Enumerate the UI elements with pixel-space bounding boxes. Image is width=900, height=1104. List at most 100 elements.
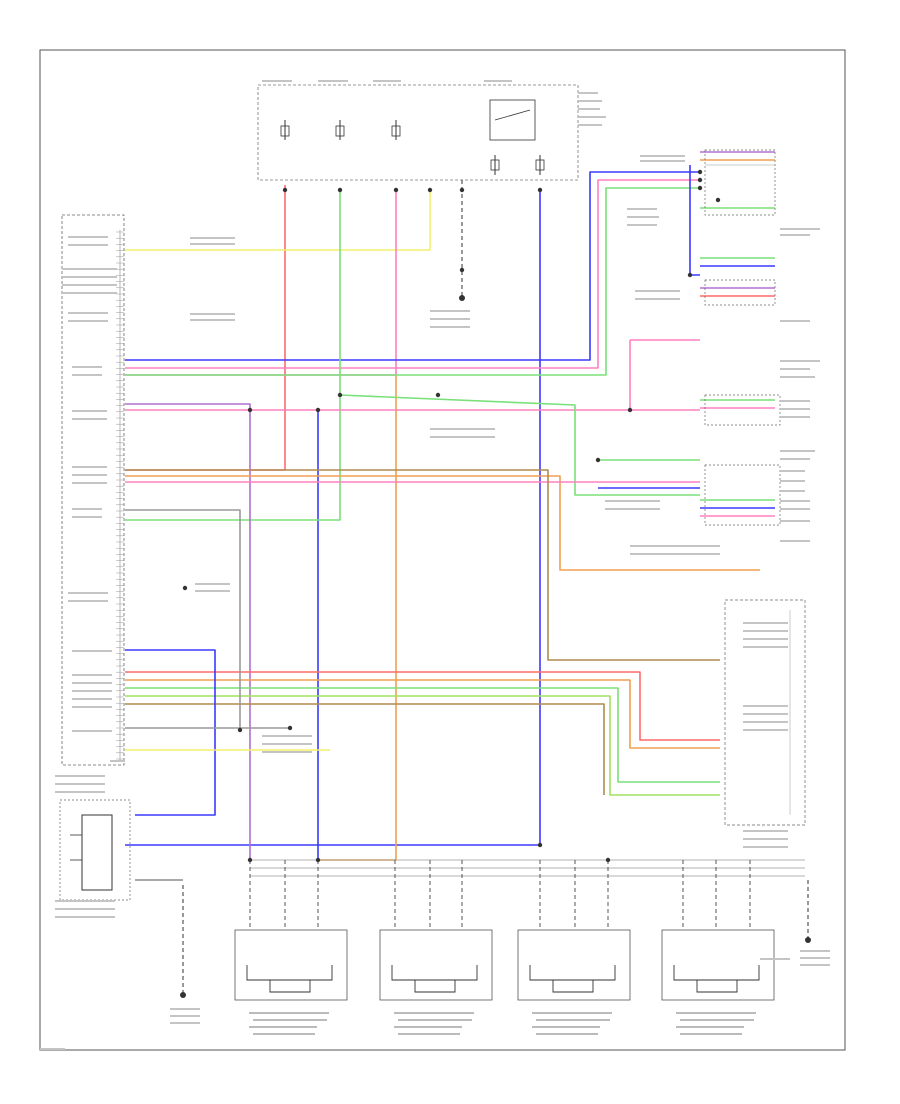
label-text-line [72, 418, 107, 420]
label-text-line [72, 508, 102, 510]
junction-dot [459, 267, 465, 273]
wire-blue [125, 649, 216, 816]
label-text-line [484, 80, 512, 82]
ground-bottom-right [805, 880, 811, 943]
label-text-line [743, 622, 788, 624]
label-text-line [578, 124, 602, 126]
actuator-body [696, 980, 738, 993]
label-text-line [680, 1019, 754, 1021]
label-text-line [190, 319, 235, 321]
label-text-line [536, 1019, 610, 1021]
label-text-line [630, 545, 720, 547]
label-text-line [743, 646, 788, 648]
junction-dot [182, 585, 188, 591]
label-text-line [630, 553, 720, 555]
label-text-line [532, 1012, 612, 1014]
label-text-line [780, 540, 810, 542]
label-text-line [680, 1033, 742, 1035]
wire-green [339, 394, 700, 496]
actuator-4 [661, 929, 775, 1001]
wire-lightgreen [125, 695, 720, 796]
label-text-line [635, 290, 680, 292]
label-text-line [627, 224, 657, 226]
actuator-2 [379, 929, 493, 1001]
label-text-line [743, 830, 788, 832]
actuator-motor [529, 965, 616, 981]
junction-dot [315, 857, 321, 863]
label-text-line [170, 1022, 200, 1024]
relay [489, 99, 536, 141]
label-text-line [800, 964, 830, 966]
label-text-line [780, 480, 805, 482]
label-text-line [262, 751, 312, 753]
label-text-line [72, 698, 112, 700]
label-text-line [800, 950, 830, 952]
wire-brown [125, 703, 605, 795]
junction-dot [247, 407, 253, 413]
wire-green [125, 190, 341, 521]
junction-dot [337, 392, 343, 398]
label-text-line [780, 416, 810, 418]
label-text-line [195, 590, 230, 592]
junction-dot [393, 187, 399, 193]
junction-dot [287, 725, 293, 731]
wire-gray [125, 509, 241, 730]
label-text-line [780, 490, 805, 492]
label-text-line [536, 1033, 598, 1035]
label-text-line [55, 775, 105, 777]
label-text-line [780, 368, 810, 370]
label-text-line [68, 236, 108, 238]
junction-dots [182, 169, 721, 863]
label-text-line [780, 470, 805, 472]
label-text-line [780, 376, 815, 378]
actuator-body [414, 980, 456, 993]
label-text-line [262, 735, 312, 737]
label-text-line [62, 268, 117, 270]
label-text-line [68, 312, 108, 314]
actuator-frame [379, 929, 493, 1001]
label-text-line [780, 408, 810, 410]
label-text-line [743, 713, 788, 715]
wire-brown [125, 469, 720, 661]
label-text-line [743, 705, 788, 707]
wire-red [125, 185, 286, 471]
wire-pink [125, 190, 397, 376]
label-text-line [605, 508, 660, 510]
module-pin-ticks [116, 231, 124, 760]
actuator-motor [673, 965, 760, 981]
label-text-line [72, 674, 112, 676]
junction-dot [247, 857, 253, 863]
label-text-line [195, 583, 230, 585]
label-text-line [780, 508, 810, 510]
label-text-line [676, 1026, 744, 1028]
label-text-line [68, 600, 108, 602]
label-text-line [72, 516, 102, 518]
right-module-b [704, 464, 781, 526]
label-text-line [743, 638, 788, 640]
junction-dot [237, 727, 243, 733]
label-text-line [72, 650, 112, 652]
label-text-line [532, 1026, 600, 1028]
label-text-line [68, 320, 108, 322]
label-text-line [640, 155, 685, 157]
label-text-line [780, 360, 820, 362]
label-text-line [398, 1019, 472, 1021]
fuse-block [257, 84, 579, 181]
label-text-line [72, 410, 107, 412]
labels [40, 80, 830, 1050]
junction-dot [435, 392, 441, 398]
wires [125, 151, 805, 930]
label-text-line [72, 466, 107, 468]
label-text-line [72, 690, 112, 692]
label-text-line [605, 500, 660, 502]
fuse-2 [335, 120, 345, 140]
wire-violet [125, 403, 251, 860]
junction-dot [715, 197, 721, 203]
label-text-line [72, 374, 102, 376]
wire-orange [318, 375, 397, 861]
label-text-line [780, 400, 810, 402]
fuse-1 [280, 120, 290, 140]
label-text-line [780, 228, 820, 230]
wire-green [125, 687, 720, 783]
